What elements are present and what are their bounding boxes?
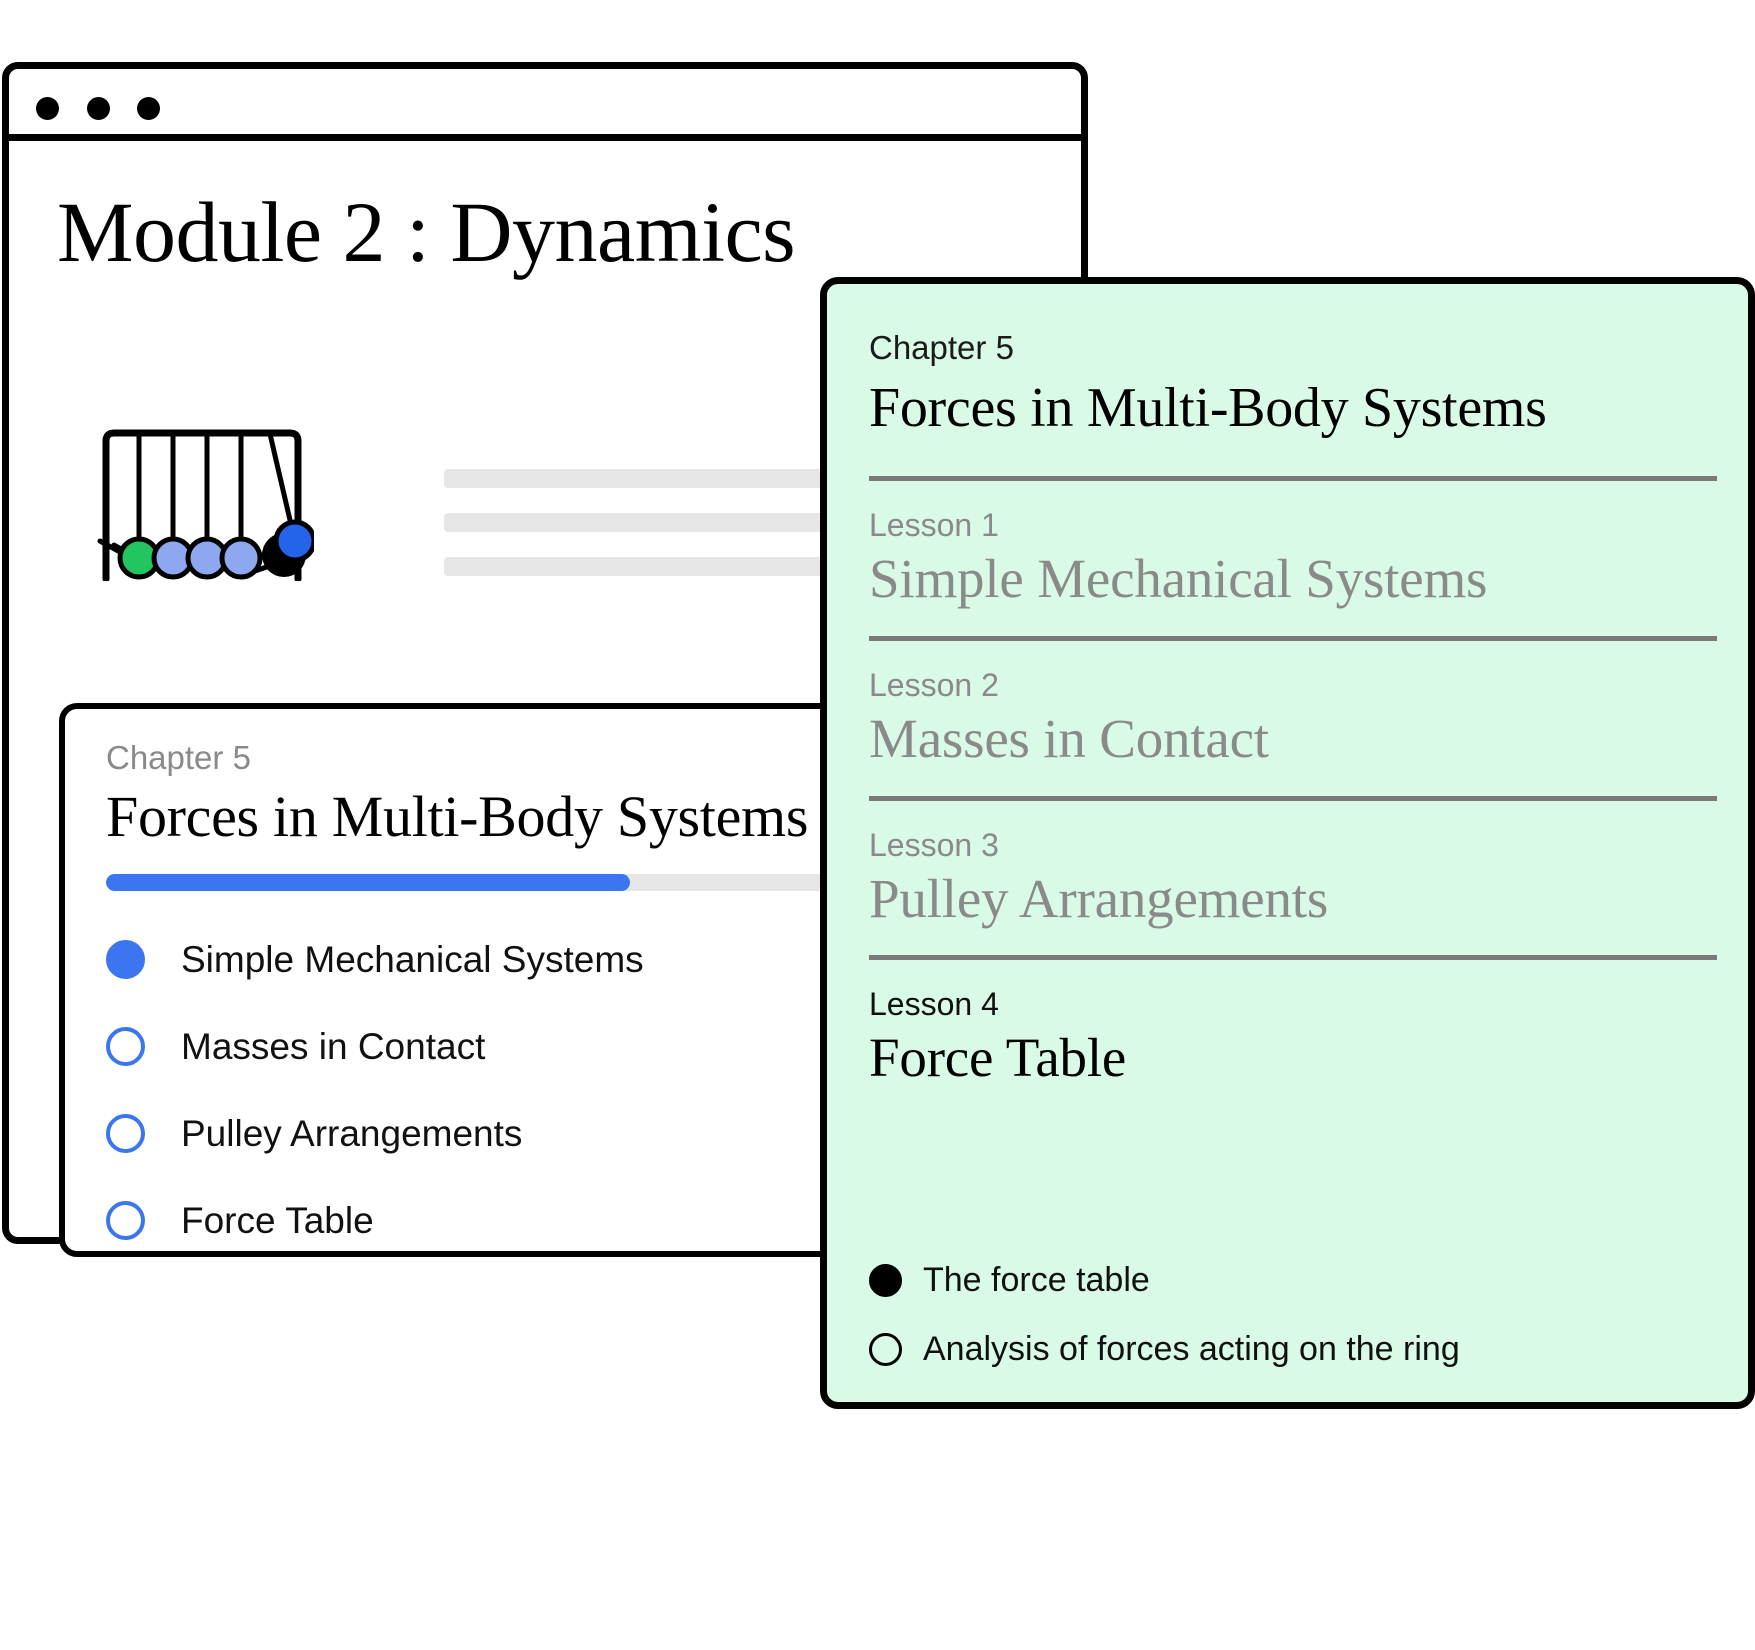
- list-item[interactable]: Masses in Contact: [106, 1003, 1036, 1090]
- card-chapter-label: Chapter 5: [106, 739, 251, 776]
- list-item-label: Masses in Contact: [181, 1025, 486, 1067]
- list-item-label: Analysis of forces acting on the ring: [923, 1330, 1460, 1368]
- list-item[interactable]: The force table: [869, 1246, 1729, 1315]
- radio-selected-icon[interactable]: [106, 940, 145, 979]
- lesson-title: Simple Mechanical Systems: [869, 548, 1488, 609]
- window-titlebar: [9, 69, 1081, 141]
- lesson-block[interactable]: Lesson 3 Pulley Arrangements: [869, 795, 1717, 956]
- page-title: Module 2 : Dynamics: [57, 184, 796, 280]
- maximize-dot-icon[interactable]: [137, 97, 160, 120]
- newtons-cradle-icon: [97, 429, 314, 581]
- minimize-dot-icon[interactable]: [87, 97, 110, 120]
- close-dot-icon[interactable]: [36, 97, 59, 120]
- lesson-radio-list: Simple Mechanical Systems Masses in Cont…: [106, 916, 1036, 1251]
- panel-lesson-list: Lesson 1 Simple Mechanical Systems Lesso…: [869, 476, 1717, 1115]
- progress-bar-track: [106, 874, 1042, 891]
- radio-unselected-icon[interactable]: [106, 1201, 145, 1240]
- list-item-label: The force table: [923, 1261, 1150, 1299]
- lesson-block[interactable]: Lesson 1 Simple Mechanical Systems: [869, 476, 1717, 636]
- panel-chapter-title: Forces in Multi-Body Systems: [869, 377, 1547, 439]
- lesson-title: Pulley Arrangements: [869, 867, 1329, 929]
- lesson-number: Lesson 2: [869, 666, 999, 703]
- lesson-title: Force Table: [869, 1027, 1127, 1089]
- radio-unselected-icon[interactable]: [106, 1114, 145, 1153]
- list-item[interactable]: Force Table: [106, 1177, 1036, 1251]
- bullet-unselected-icon[interactable]: [869, 1333, 902, 1366]
- lesson-block-active[interactable]: Lesson 4 Force Table: [869, 955, 1717, 1115]
- lesson-number: Lesson 3: [869, 826, 999, 863]
- progress-bar-fill: [106, 874, 631, 891]
- list-item[interactable]: Simple Mechanical Systems: [106, 916, 1036, 1003]
- panel-topic-list: The force table Analysis of forces actin…: [869, 1246, 1729, 1384]
- list-item-label: Force Table: [181, 1199, 374, 1241]
- panel-chapter-label: Chapter 5: [869, 329, 1014, 366]
- lesson-number: Lesson 1: [869, 507, 999, 543]
- lesson-overview-panel: Chapter 5 Forces in Multi-Body Systems L…: [820, 277, 1755, 1409]
- lesson-block[interactable]: Lesson 2 Masses in Contact: [869, 635, 1717, 796]
- card-chapter-title: Forces in Multi-Body Systems: [106, 784, 809, 849]
- list-item-label: Simple Mechanical Systems: [181, 938, 644, 980]
- lesson-title: Masses in Contact: [869, 707, 1269, 769]
- lesson-number: Lesson 4: [869, 986, 999, 1023]
- bullet-selected-icon[interactable]: [869, 1264, 902, 1297]
- radio-unselected-icon[interactable]: [106, 1027, 145, 1066]
- list-item-label: Pulley Arrangements: [181, 1112, 523, 1154]
- list-item[interactable]: Pulley Arrangements: [106, 1090, 1036, 1177]
- list-item[interactable]: Analysis of forces acting on the ring: [869, 1315, 1729, 1384]
